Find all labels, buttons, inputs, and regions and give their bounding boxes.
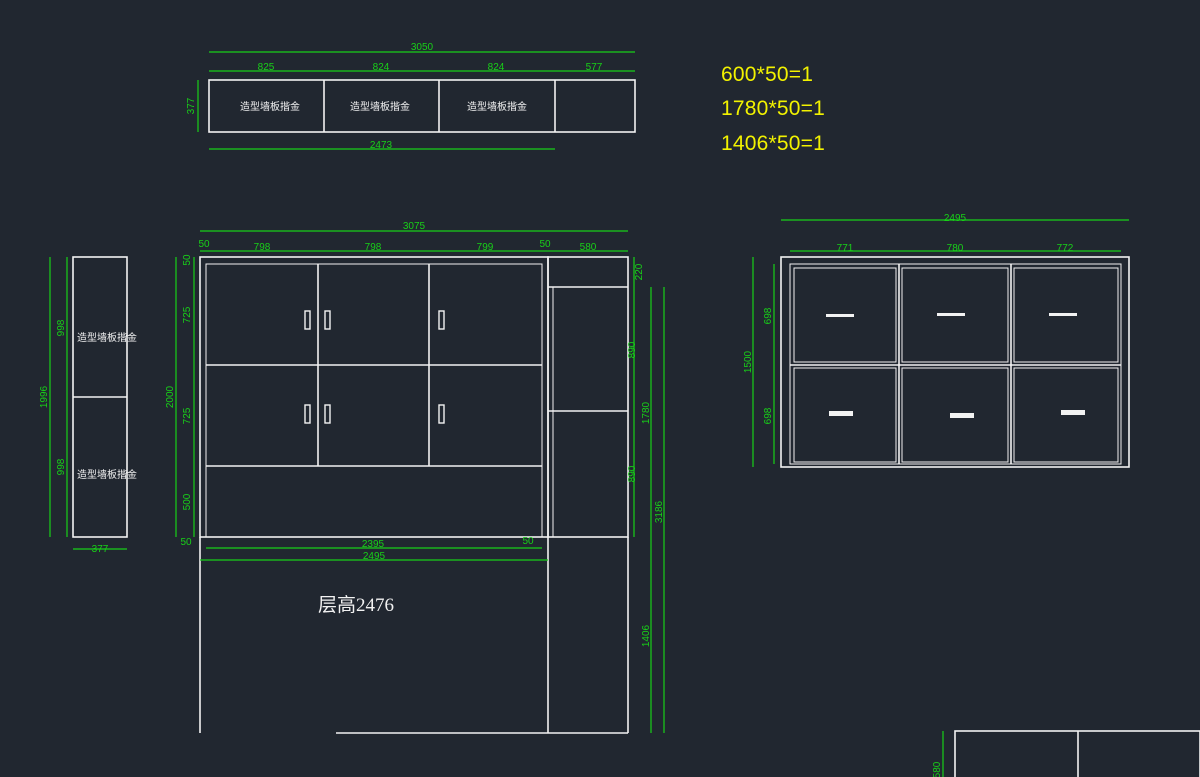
drawer-handle bbox=[829, 411, 853, 416]
side-panel-label-lower: 造型墙板揩金 bbox=[77, 468, 137, 481]
dim-right-seg-3: 772 bbox=[1057, 243, 1074, 254]
dim-front-top-5: 50 bbox=[539, 239, 551, 250]
front-cabinet-outline bbox=[199, 256, 549, 538]
tall-column bbox=[547, 256, 629, 538]
dim-front-bottom-overall: 2495 bbox=[363, 551, 386, 562]
material-note-3: 1406*50=1 bbox=[721, 132, 825, 155]
dim-side-upper: 998 bbox=[56, 319, 67, 336]
side-panel-label-upper: 造型墙板揩金 bbox=[77, 331, 137, 344]
dim-top-seg-4: 577 bbox=[586, 62, 603, 73]
material-note-2: 1780*50=1 bbox=[721, 97, 825, 120]
dim-partial: 580 bbox=[932, 761, 943, 777]
dim-side-lower: 998 bbox=[56, 458, 67, 475]
small-label-mark bbox=[937, 313, 965, 316]
dim-front-left-3: 725 bbox=[182, 407, 193, 424]
dim-front-top-1: 50 bbox=[198, 239, 210, 250]
door-handle bbox=[438, 404, 445, 424]
dim-front-right-2: 890 bbox=[627, 341, 638, 358]
door-handle bbox=[324, 404, 331, 424]
top-view: 造型墙板揩金 造型墙板揩金 造型墙板揩金 3050 825 824 824 57… bbox=[186, 42, 636, 151]
material-note-1: 600*50=1 bbox=[721, 63, 814, 86]
dim-front-total-height: 2000 bbox=[165, 385, 176, 408]
door-handle bbox=[438, 310, 445, 330]
dim-front-top-4: 799 bbox=[477, 242, 494, 253]
dim-right-overall: 2495 bbox=[944, 213, 967, 224]
door-handle bbox=[304, 404, 311, 424]
dim-front-tall-3: 3186 bbox=[654, 500, 665, 523]
dim-side-total: 1996 bbox=[39, 385, 50, 408]
dim-top-seg-1: 825 bbox=[258, 62, 275, 73]
dim-right-left-1: 698 bbox=[763, 307, 774, 324]
dim-front-right-1: 220 bbox=[634, 263, 645, 280]
dim-top-height: 377 bbox=[186, 97, 197, 114]
door-handle bbox=[324, 310, 331, 330]
dim-right-total: 1500 bbox=[743, 350, 754, 373]
small-label-mark bbox=[1049, 313, 1077, 316]
dim-top-bottom: 2473 bbox=[370, 140, 393, 151]
dim-front-top-6: 580 bbox=[580, 242, 597, 253]
top-panel-label-3: 造型墙板揩金 bbox=[467, 100, 527, 113]
dim-top-overall: 3050 bbox=[411, 42, 434, 53]
dim-front-top-2: 798 bbox=[254, 242, 271, 253]
dim-front-tall-1: 1780 bbox=[641, 401, 652, 424]
right-cabinet-outline bbox=[780, 256, 1130, 468]
small-label-mark bbox=[826, 314, 854, 317]
top-view-outline bbox=[208, 79, 636, 133]
dim-front-right-3: 890 bbox=[627, 465, 638, 482]
dim-top-seg-2: 824 bbox=[373, 62, 390, 73]
drawer-handle bbox=[1061, 410, 1085, 415]
top-panel-label-2: 造型墙板揩金 bbox=[350, 100, 410, 113]
top-panel-label-1: 造型墙板揩金 bbox=[240, 100, 300, 113]
dim-top-seg-3: 824 bbox=[488, 62, 505, 73]
right-elevation: 2495 771 780 772 1500 698 698 bbox=[743, 213, 1130, 468]
dim-side-width: 377 bbox=[92, 544, 109, 555]
drawer-handle bbox=[950, 413, 974, 418]
dim-front-bottom-inner: 2395 bbox=[362, 539, 385, 550]
dim-front-left-2: 725 bbox=[182, 306, 193, 323]
door-handle bbox=[304, 310, 311, 330]
dim-front-bottom-gap: 50 bbox=[522, 536, 534, 547]
front-elevation: 3075 50 798 798 799 50 580 2000 50 725 7… bbox=[165, 221, 665, 734]
floor-height-label: 层高2476 bbox=[318, 595, 395, 616]
dim-front-tall-2: 1406 bbox=[641, 624, 652, 647]
dim-front-left-5: 50 bbox=[180, 537, 192, 548]
dim-right-seg-1: 771 bbox=[837, 243, 854, 254]
dim-front-top-3: 798 bbox=[365, 242, 382, 253]
dim-front-left-4: 500 bbox=[182, 493, 193, 510]
dim-front-overall: 3075 bbox=[403, 221, 426, 232]
side-view: 造型墙板揩金 造型墙板揩金 1996 998 998 377 bbox=[39, 256, 137, 555]
dim-front-left-1: 50 bbox=[182, 254, 193, 266]
dim-right-seg-2: 780 bbox=[947, 243, 964, 254]
partial-view: 580 bbox=[932, 730, 1200, 777]
dim-right-left-2: 698 bbox=[763, 407, 774, 424]
